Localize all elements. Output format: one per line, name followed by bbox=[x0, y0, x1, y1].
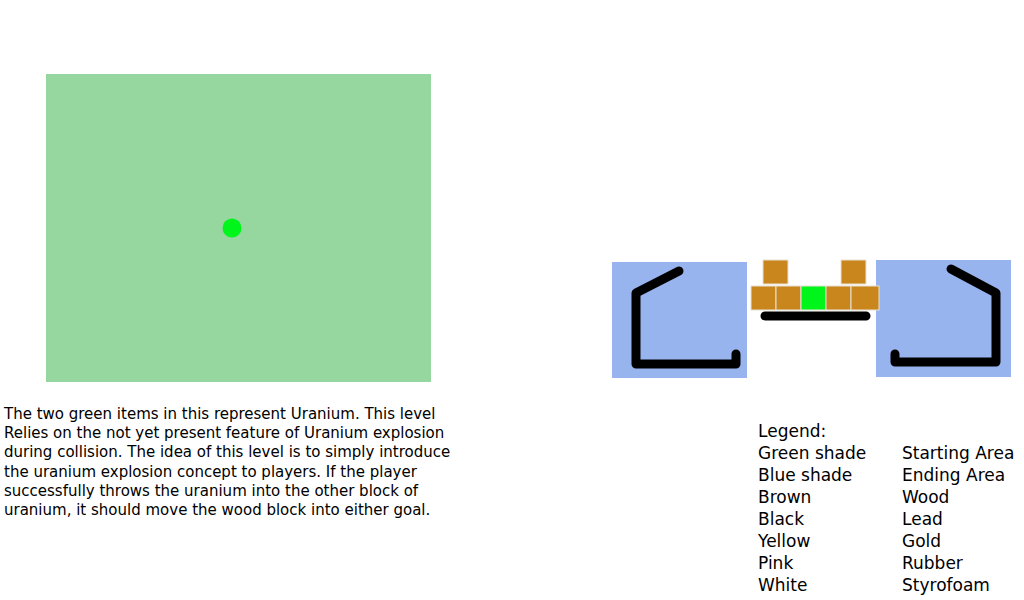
legend-color-name: Brown bbox=[758, 487, 811, 507]
legend-meaning: Wood bbox=[902, 487, 949, 507]
uranium-block bbox=[801, 286, 826, 310]
lead-wall bbox=[636, 271, 736, 364]
wood-block bbox=[776, 286, 801, 310]
wood-block bbox=[751, 286, 776, 310]
uranium-dot bbox=[223, 219, 242, 238]
legend-color-name: Green shade bbox=[758, 443, 866, 463]
wood-block bbox=[841, 260, 866, 284]
legend-meaning: Starting Area bbox=[902, 443, 1014, 463]
legend-meaning: Rubber bbox=[902, 553, 963, 573]
wood-block bbox=[851, 286, 879, 310]
lead-wall bbox=[895, 269, 996, 362]
legend-heading: Legend: bbox=[758, 421, 826, 441]
starting-area bbox=[46, 74, 431, 382]
description-note: The two green items in this represent Ur… bbox=[4, 405, 470, 520]
legend-meaning: Lead bbox=[902, 509, 943, 529]
legend-meaning: Ending Area bbox=[902, 465, 1005, 485]
wood-block bbox=[763, 260, 788, 284]
legend-color-name: Blue shade bbox=[758, 465, 852, 485]
ending-area bbox=[612, 262, 747, 378]
legend-meaning: Styrofoam bbox=[902, 575, 990, 595]
ending-area bbox=[876, 260, 1011, 377]
legend-color-name: Pink bbox=[758, 553, 793, 573]
legend-meaning: Gold bbox=[902, 531, 941, 551]
legend-color-name: White bbox=[758, 575, 807, 595]
legend-color-name: Black bbox=[758, 509, 804, 529]
lead-bar bbox=[765, 312, 866, 321]
wood-block bbox=[826, 286, 851, 310]
legend-color-name: Yellow bbox=[758, 531, 810, 551]
